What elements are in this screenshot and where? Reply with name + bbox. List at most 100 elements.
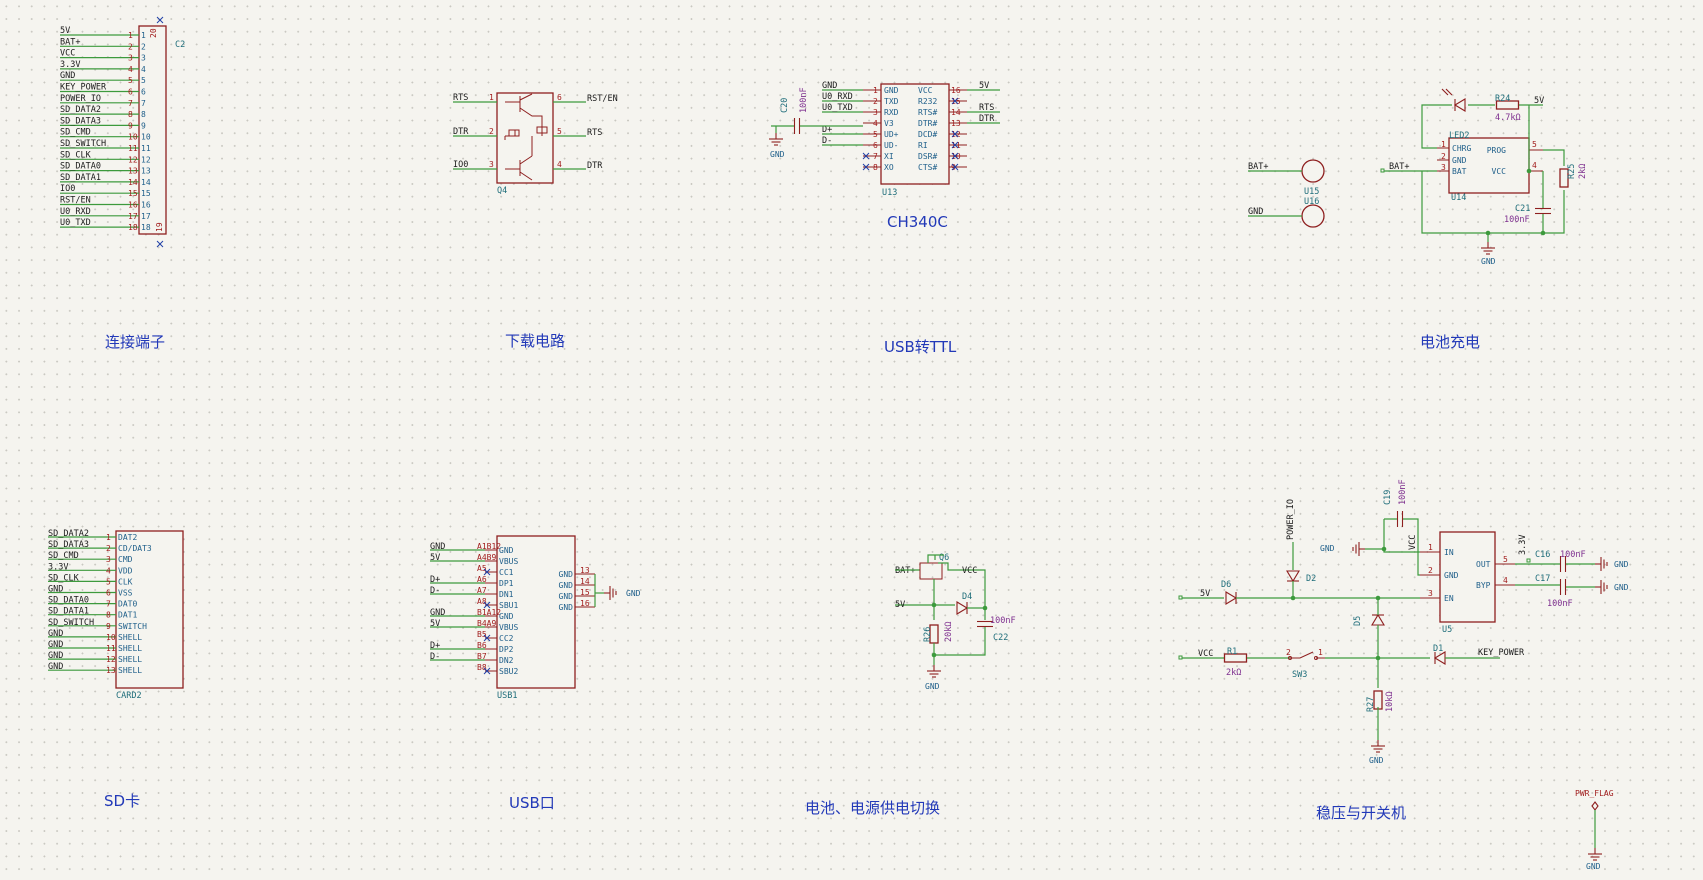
sw3-pad [1288,656,1292,660]
u13-left-net-label: U0_TXD [822,103,853,113]
usb1-left-pin-number: A1B12 [477,542,501,551]
c2-net-label: SD_SWITCH [60,139,106,149]
u14-chrg-wire [1421,104,1452,149]
q4-transistor-1 [505,93,543,136]
c16-gnd-label: GND [1614,560,1629,569]
card2-pin-name: VSS [118,589,133,598]
usb1-net-label: 5V [430,619,440,629]
u5-left-pin-number: 2 [1428,566,1433,575]
u13-left-pin-name: UD- [884,141,898,150]
usb1-left-pin-number: A8 [477,597,487,606]
q4-ref: Q4 [497,186,507,196]
c2-pin-number: 6 [128,88,133,97]
no-connect-line [951,163,959,171]
u13-left-pin-name: V3 [884,119,894,128]
card2-pin-number: 2 [106,544,111,553]
pad-gnd-label: GND [1248,207,1263,217]
u13-body [880,83,950,185]
usb1-left-pin-number: B1A12 [477,608,501,617]
resistor-body [1559,168,1569,188]
q4-left-pin: 2 [489,127,494,136]
q4-right-net: DTR [587,161,603,171]
c2-pin-bottom: 19 [155,222,164,232]
card2-net-label: GND [48,662,63,672]
card2-pin-name: DAT1 [118,611,137,620]
card2-pin-name: DAT2 [118,533,137,542]
c19-value: 100nF [1398,479,1408,505]
u14-left-pin-number: 2 [1441,152,1446,161]
d4-ref: D4 [962,592,972,602]
c16-ref: C16 [1535,550,1550,560]
no-connect-line [951,130,959,138]
u14-bottom-wire [1421,171,1543,234]
u5-gnd-label: GND [1320,544,1335,553]
no-connect-line [483,568,491,576]
usb1-pin-name: CC2 [499,634,514,643]
d5-ref: D5 [1353,616,1363,626]
usb1-left-pin-number: A5 [477,564,487,573]
section-title-battery-charge: 电池充电 [1420,333,1480,351]
usb1-pin-name: VBUS [499,557,518,566]
section-title-power-switch: 电池、电源供电切换 [805,799,940,817]
c2-pin-name: 16 [141,201,151,210]
usb1-left-pin-number: A6 [477,575,487,584]
c2-net-label: SD_CMD [60,128,91,138]
sw3-pin-2: 2 [1286,648,1291,657]
usb1-pin-name: SBU2 [499,667,518,676]
c2-net-label: U0_RXD [60,207,91,217]
c2-pin-name: 11 [141,144,151,153]
led-arrow [1441,88,1449,96]
usb1-left-pin-number: B6 [477,641,487,650]
c2-net-label: SD_DATA2 [60,105,101,115]
connector-c2-body [138,25,167,235]
no-connect-mark [483,667,491,675]
no-connect-line [483,634,491,642]
q4-resistor-1 [508,129,520,137]
q4-right-pin: 6 [557,93,562,102]
c19-wire [1384,518,1420,576]
no-connect-line [951,97,959,105]
c2-pin-number: 16 [128,201,138,210]
card2-pin-name: SHELL [118,644,142,653]
psw-bat-label: BAT+ [895,566,915,576]
q4-right-pin: 5 [557,127,562,136]
usb1-pin-name: DP1 [499,579,514,588]
no-connect-line [483,601,491,609]
c16-value: 100nF [1560,550,1586,560]
ground-symbol [1352,542,1365,556]
u14-left-pin-number: 3 [1441,163,1446,172]
card2-pin-name: DAT0 [118,600,137,609]
u13-value: CH340C [887,213,948,231]
no-connect-mark [951,163,959,171]
no-connect-mark [156,240,164,248]
card2-pin-number: 8 [106,611,111,620]
usb1-pin-name: GND [499,546,514,555]
u14-right-pin-name: VCC [1492,167,1507,176]
card2-pin-number: 4 [106,566,111,575]
u14-gnd-label: GND [1481,257,1496,266]
c21-ref: C21 [1515,204,1530,214]
u14-prog-wire [1543,149,1565,166]
c2-pin-number: 11 [128,144,138,153]
c2-pin-number: 12 [128,155,138,164]
usb1-pin-name: VBUS [499,623,518,632]
q6-body [919,562,943,580]
u5-body [1439,531,1496,623]
psw-ground [927,665,941,678]
card2-pin-name: SHELL [118,655,142,664]
section-title-usb-port: USB口 [509,794,555,812]
u13-left-pin-name: UD+ [884,130,899,139]
no-connect-mark [951,152,959,160]
card2-pin-number: 6 [106,589,111,598]
q4-left-pin: 3 [489,160,494,169]
u5-right-pin-name: OUT [1476,560,1491,569]
u13-ref: U13 [882,188,897,198]
card2-pin-number: 12 [106,655,116,664]
no-connect-line [951,141,959,149]
u13-right-net-label: DTR [979,114,995,124]
card2-net-label: SD_DATA1 [48,607,89,617]
psw-5v-label: 5V [895,600,905,610]
no-connect-mark [951,141,959,149]
